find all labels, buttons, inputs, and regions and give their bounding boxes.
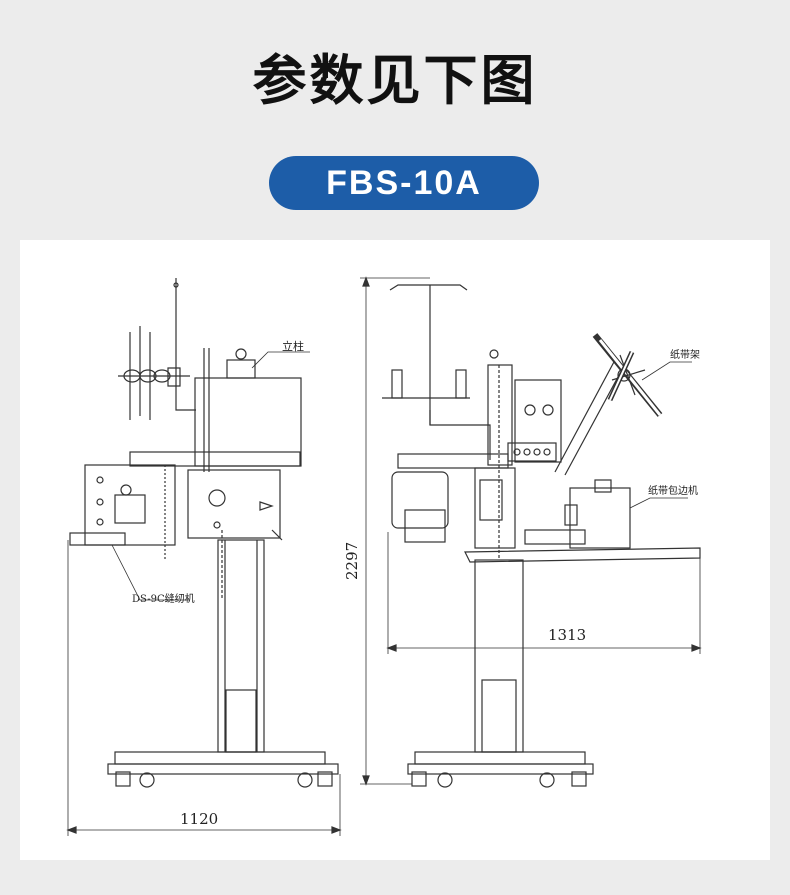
left-upper-cover bbox=[194, 377, 302, 467]
right-worktable bbox=[397, 453, 509, 469]
right-motor bbox=[391, 471, 449, 529]
left-view bbox=[66, 278, 342, 836]
right-caster-1 bbox=[437, 772, 453, 788]
left-lifting-eye bbox=[235, 348, 247, 360]
label-tape-holder: 纸带架 bbox=[670, 348, 700, 361]
left-caster-1 bbox=[139, 772, 155, 788]
left-gearbox bbox=[187, 469, 281, 539]
label-column: 立柱 bbox=[282, 339, 304, 353]
right-base-plate bbox=[414, 751, 586, 765]
right-thread-cone-1 bbox=[391, 369, 403, 399]
left-base-plate bbox=[114, 751, 326, 765]
technical-drawing: 立柱 DS-9C缝纫机 1120 纸带架 纸带包边机 2297 1313 bbox=[66, 276, 702, 836]
right-tape-arm bbox=[554, 359, 616, 473]
left-sewing-head bbox=[84, 464, 176, 546]
label-tape-binder: 纸带包边机 bbox=[648, 484, 698, 497]
right-caster-2 bbox=[539, 772, 555, 788]
dimension-length: 1313 bbox=[548, 626, 586, 644]
left-foot-1 bbox=[115, 771, 131, 787]
right-thread-cone-2 bbox=[455, 369, 467, 399]
model-badge: FBS-10A bbox=[269, 156, 539, 210]
right-base-frame bbox=[407, 763, 594, 775]
page-title: 参数见下图 bbox=[252, 49, 538, 112]
right-control-box bbox=[514, 379, 562, 463]
left-column-lower bbox=[225, 689, 257, 753]
left-gearbox-hole bbox=[208, 489, 226, 507]
technical-drawing-panel: 立柱 DS-9C缝纫机 1120 纸带架 纸带包边机 2297 1313 bbox=[20, 240, 770, 860]
dimension-height: 2297 bbox=[343, 542, 361, 580]
right-view bbox=[360, 276, 702, 788]
right-sewing-head bbox=[474, 467, 516, 549]
left-sewing-foot bbox=[69, 532, 126, 546]
right-tape-holder bbox=[592, 333, 663, 417]
right-control-buttons bbox=[507, 442, 557, 462]
left-foot-2 bbox=[317, 771, 333, 787]
left-caster-2 bbox=[297, 772, 313, 788]
left-base-frame bbox=[107, 763, 339, 775]
left-table bbox=[129, 451, 301, 467]
label-sewing-head: DS-9C缝纫机 bbox=[132, 592, 195, 605]
right-tape-binder bbox=[569, 487, 631, 549]
dimension-width: 1120 bbox=[180, 810, 218, 828]
